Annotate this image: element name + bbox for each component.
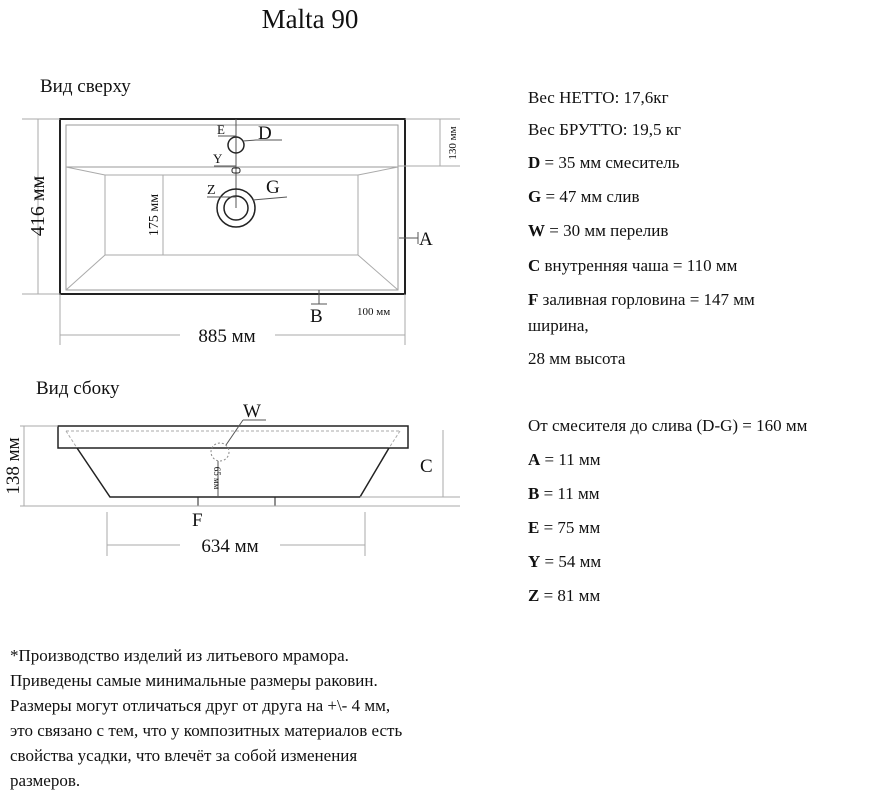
spec-item: D = 35 мм смеситель xyxy=(528,153,680,172)
dim-bowl: 175 мм xyxy=(147,194,162,236)
spec-item: F заливная горловина = 147 мм xyxy=(528,290,755,309)
spec-item: 28 мм высота xyxy=(528,349,626,368)
label-y: Y xyxy=(213,151,223,166)
spec-item: Вес НЕТТО: 17,6кг xyxy=(528,88,669,107)
label-c: C xyxy=(420,456,433,477)
dim-depth: 416 мм xyxy=(27,176,49,237)
spec-item: B = 11 мм xyxy=(528,484,600,503)
footnote-line: свойства усадки, что влечёт за собой изм… xyxy=(10,746,358,765)
spec-item: C внутренняя чаша = 110 мм xyxy=(528,256,738,275)
spec-item: E = 75 мм xyxy=(528,518,601,537)
spec-item: От смесителя до слива (D-G) = 160 мм xyxy=(528,416,808,435)
label-z: Z xyxy=(207,183,216,198)
label-f: F xyxy=(192,510,203,531)
drain-neck xyxy=(197,496,276,507)
drain-outer xyxy=(216,188,256,228)
bowl-outline xyxy=(104,174,359,256)
spec-item: Y = 54 мм xyxy=(528,552,602,571)
spec-item: W = 30 мм перелив xyxy=(528,221,669,240)
label-a: A xyxy=(419,229,433,250)
basin-outline xyxy=(59,118,406,295)
footnote-line: Размеры могут отличаться друг от друга н… xyxy=(10,696,391,715)
footnote-line: Приведены самые минимальные размеры рако… xyxy=(10,671,378,690)
spec-item: ширина, xyxy=(528,316,589,335)
dim-height: 138 мм xyxy=(3,437,24,494)
label-w: W xyxy=(243,401,261,422)
spec-item: Вес БРУТТО: 19,5 кг xyxy=(528,120,681,139)
top-view-heading: Вид сверху xyxy=(40,76,131,97)
footnote-line: *Производство изделий из литьевого мрамо… xyxy=(10,646,349,665)
footnote-line: это связано с тем, что у композитных мат… xyxy=(10,721,403,740)
drain-inner xyxy=(223,195,249,221)
page-title: Malta 90 xyxy=(261,4,359,34)
spec-item: A = 11 мм xyxy=(528,450,601,469)
label-d: D xyxy=(258,123,272,144)
label-g: G xyxy=(266,177,280,198)
footnote-line: размеров. xyxy=(10,771,81,790)
spec-item: G = 47 мм слив xyxy=(528,187,640,206)
side-bowl xyxy=(76,447,390,498)
label-b: B xyxy=(310,306,323,327)
side-view-drawing xyxy=(20,419,460,556)
faucet-hole xyxy=(227,136,245,154)
label-e: E xyxy=(217,122,225,137)
side-top-slab xyxy=(57,425,409,449)
top-view-drawing xyxy=(22,118,460,345)
dim-overflow: 65 мм xyxy=(212,467,222,490)
dim-side: 100 мм xyxy=(357,306,390,318)
side-view-heading: Вид сбоку xyxy=(36,378,120,399)
overflow-circle xyxy=(210,442,230,462)
overflow-slot xyxy=(231,167,241,174)
dim-width: 885 мм xyxy=(198,326,255,347)
dim-back: 130 мм xyxy=(447,126,459,159)
spec-item: Z = 81 мм xyxy=(528,586,601,605)
dim-bottom: 634 мм xyxy=(201,536,258,557)
